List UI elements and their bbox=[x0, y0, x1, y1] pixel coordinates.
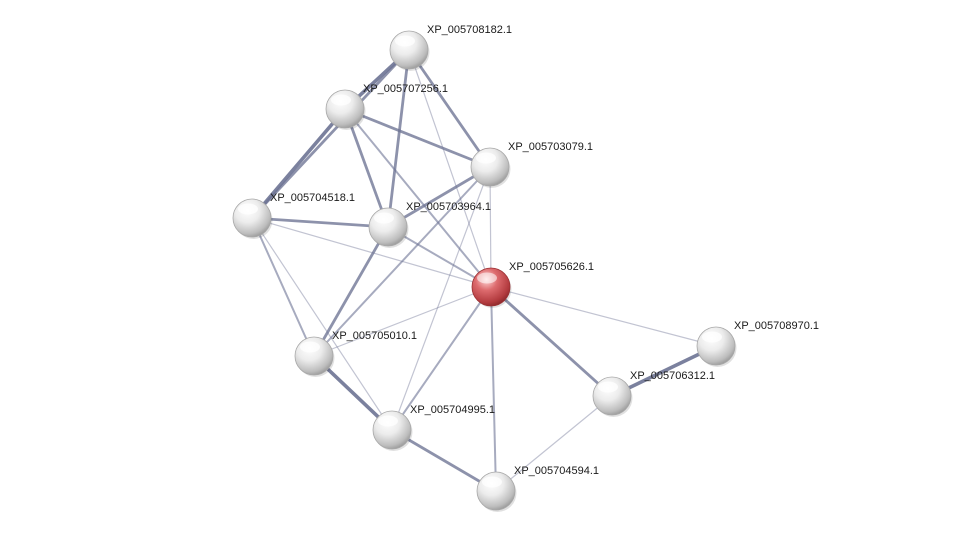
edge-XP_005707256.1-XP_005704518.1 bbox=[250, 107, 347, 220]
edge-XP_005705626.1-XP_005708970.1 bbox=[490, 286, 717, 347]
edges-layer bbox=[250, 48, 718, 493]
node-label: XP_005707256.1 bbox=[363, 83, 448, 95]
node-label: XP_005706312.1 bbox=[630, 370, 715, 382]
node-XP_005704594.1[interactable]: XP_005704594.1 bbox=[476, 465, 599, 512]
node-highlight bbox=[238, 203, 258, 215]
node-label: XP_005704594.1 bbox=[514, 465, 599, 477]
node-highlight bbox=[482, 476, 502, 488]
edge-XP_005705626.1-XP_005706312.1 bbox=[489, 285, 614, 398]
edge-XP_005703964.1-XP_005705010.1 bbox=[312, 225, 390, 358]
node-XP_005708182.1[interactable]: XP_005708182.1 bbox=[389, 24, 512, 71]
node-highlight bbox=[300, 341, 320, 353]
edge-XP_005703079.1-XP_005704995.1 bbox=[391, 166, 491, 431]
edge-XP_005703964.1-XP_005705626.1 bbox=[387, 226, 492, 288]
edge-XP_005703079.1-XP_005705010.1 bbox=[313, 166, 491, 357]
edge-XP_005704518.1-XP_005704995.1 bbox=[251, 217, 393, 431]
node-highlight bbox=[598, 381, 618, 393]
edge-XP_005703079.1-XP_005705626.1 bbox=[489, 166, 492, 288]
node-highlight bbox=[378, 415, 398, 427]
edge-XP_005705626.1-XP_005704995.1 bbox=[391, 286, 492, 431]
node-highlight bbox=[476, 152, 496, 164]
edge-XP_005708182.1-XP_005703964.1 bbox=[386, 48, 411, 229]
node-label: XP_005704995.1 bbox=[410, 404, 495, 416]
edge-XP_005708182.1-XP_005705626.1 bbox=[408, 49, 492, 288]
edge-XP_005705626.1-XP_005705010.1 bbox=[313, 286, 492, 357]
edge-XP_005708182.1-XP_005703079.1 bbox=[407, 48, 492, 169]
node-highlight bbox=[477, 272, 497, 284]
node-label: XP_005705010.1 bbox=[332, 330, 417, 342]
edge-XP_005707256.1-XP_005703964.1 bbox=[343, 107, 390, 229]
edge-XP_005704995.1-XP_005704594.1 bbox=[390, 428, 498, 493]
node-XP_005707256.1[interactable]: XP_005707256.1 bbox=[325, 83, 448, 130]
node-highlight bbox=[374, 212, 394, 224]
node-XP_005706312.1[interactable]: XP_005706312.1 bbox=[592, 370, 715, 417]
edge-XP_005704518.1-XP_005705010.1 bbox=[251, 217, 315, 357]
node-label: XP_005708182.1 bbox=[427, 24, 512, 36]
node-XP_005703079.1[interactable]: XP_005703079.1 bbox=[470, 141, 593, 188]
node-label: XP_005708970.1 bbox=[734, 320, 819, 332]
edge-XP_005707256.1-XP_005705626.1 bbox=[344, 108, 492, 288]
edge-XP_005707256.1-XP_005703079.1 bbox=[343, 107, 492, 169]
node-highlight bbox=[395, 35, 415, 47]
edge-XP_005704518.1-XP_005705626.1 bbox=[251, 217, 492, 288]
node-label: XP_005704518.1 bbox=[270, 192, 355, 204]
edge-XP_005706312.1-XP_005704594.1 bbox=[495, 395, 613, 492]
edge-XP_005703079.1-XP_005703964.1 bbox=[386, 165, 492, 229]
node-XP_005703964.1[interactable]: XP_005703964.1 bbox=[368, 201, 491, 248]
node-highlight bbox=[331, 94, 351, 106]
node-XP_005704518.1[interactable]: XP_005704518.1 bbox=[232, 192, 355, 239]
node-highlight bbox=[702, 331, 722, 343]
node-label: XP_005703964.1 bbox=[406, 201, 491, 213]
nodes-layer: XP_005708182.1XP_005707256.1XP_005703079… bbox=[232, 24, 819, 512]
node-label: XP_005703079.1 bbox=[508, 141, 593, 153]
node-label: XP_005705626.1 bbox=[509, 261, 594, 273]
node-XP_005704995.1[interactable]: XP_005704995.1 bbox=[372, 404, 495, 451]
node-XP_005705626.1[interactable]: XP_005705626.1 bbox=[471, 261, 594, 308]
node-XP_005708970.1[interactable]: XP_005708970.1 bbox=[696, 320, 819, 367]
edge-XP_005705626.1-XP_005704594.1 bbox=[490, 286, 497, 492]
node-XP_005705010.1[interactable]: XP_005705010.1 bbox=[294, 330, 417, 377]
edge-XP_005704518.1-XP_005703964.1 bbox=[250, 216, 390, 229]
